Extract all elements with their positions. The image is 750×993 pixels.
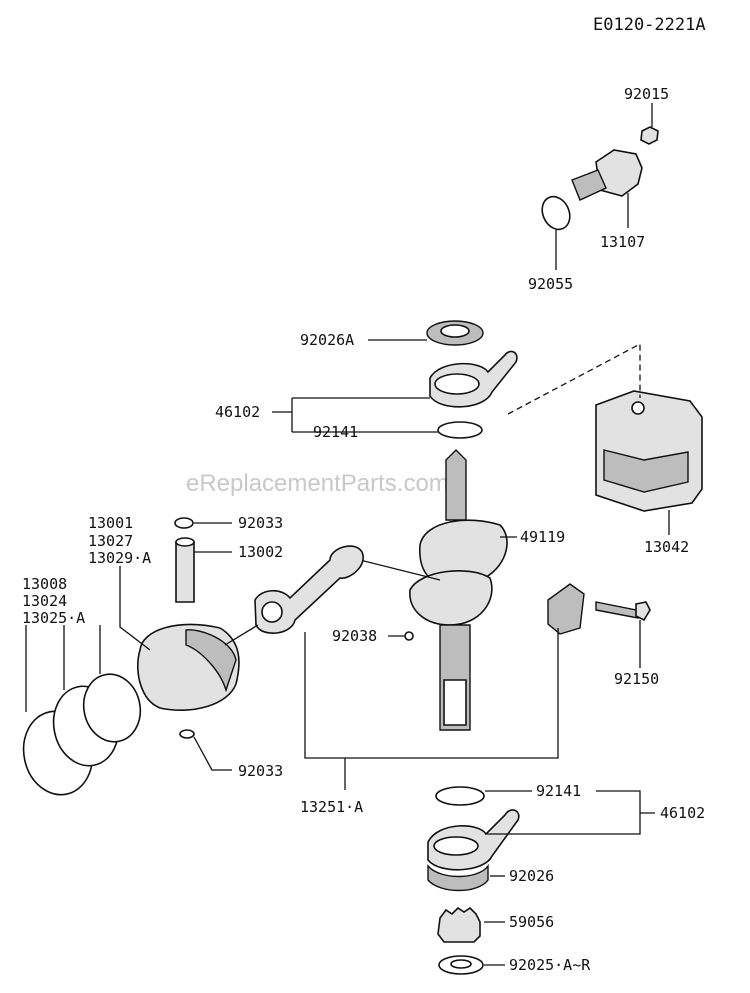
dashed-link-13042 <box>507 342 641 415</box>
watermark: eReplacementParts.com <box>186 470 449 497</box>
part-92038-key[interactable] <box>404 631 414 641</box>
piston-assembly[interactable] <box>137 517 240 739</box>
piston-rings[interactable] <box>16 669 146 801</box>
leader-46102-92141-top <box>272 397 438 433</box>
label-46102-top: 46102 <box>215 403 260 421</box>
label-92055: 92055 <box>528 275 573 293</box>
label-13027: 13027 <box>88 532 133 550</box>
part-92055-oring[interactable] <box>537 192 575 234</box>
label-13251A: 13251·A <box>300 798 363 816</box>
label-92141-top: 92141 <box>313 423 358 441</box>
part-conrod-cap[interactable] <box>547 583 585 635</box>
part-92141-bearing-lower[interactable] <box>435 786 485 806</box>
part-13042-crankcase-block[interactable] <box>595 390 703 512</box>
label-49119: 49119 <box>520 528 565 546</box>
label-92150: 92150 <box>614 670 659 688</box>
label-92026A: 92026A <box>300 331 354 349</box>
label-13001: 13001 <box>88 514 133 532</box>
part-13025A-oil-ring[interactable] <box>78 669 147 747</box>
part-13107-housing[interactable] <box>595 149 643 197</box>
diagram-id: E0120-2221A <box>593 15 706 35</box>
label-13107: 13107 <box>600 233 645 251</box>
leader-crankpin <box>351 557 441 581</box>
leader-rings <box>25 625 101 712</box>
part-13107-shaft[interactable] <box>571 169 607 201</box>
label-92025AR: 92025·A~R <box>509 956 591 974</box>
part-13251A-connecting-rod[interactable] <box>254 545 651 635</box>
part-92015-nut[interactable] <box>640 126 659 145</box>
part-92026-gear-hub[interactable] <box>427 863 489 892</box>
label-59056: 59056 <box>509 913 554 931</box>
label-13008: 13008 <box>22 575 67 593</box>
label-13042: 13042 <box>644 538 689 556</box>
part-92150-bolt[interactable] <box>595 601 639 619</box>
label-13024: 13024 <box>22 592 67 610</box>
label-13002: 13002 <box>238 543 283 561</box>
leader-13251A <box>304 628 559 790</box>
part-59056-gear[interactable] <box>437 906 481 943</box>
label-46102-bottom: 46102 <box>660 804 705 822</box>
leader-46102-92141-bottom <box>485 790 655 835</box>
lower-balancer-assembly[interactable] <box>427 786 520 975</box>
leader-92033-bottom <box>193 736 232 771</box>
label-13029A: 13029·A <box>88 549 151 567</box>
label-92141-bottom: 92141 <box>536 782 581 800</box>
governor-shaft-assembly[interactable] <box>537 126 659 234</box>
leader-piston-conrod <box>224 624 259 646</box>
upper-balancer-assembly[interactable] <box>426 320 518 439</box>
label-92015: 92015 <box>624 85 669 103</box>
part-49119-crankshaft[interactable] <box>409 449 508 731</box>
label-92026: 92026 <box>509 867 554 885</box>
label-92038: 92038 <box>332 627 377 645</box>
leader-13001 <box>119 566 151 651</box>
part-92033-clip-top[interactable] <box>174 517 194 529</box>
label-13025A: 13025·A <box>22 609 85 627</box>
label-92033-bottom: 92033 <box>238 762 283 780</box>
part-92141-bearing-upper[interactable] <box>437 421 483 439</box>
label-92033-top: 92033 <box>238 514 283 532</box>
part-92033-clip-bottom[interactable] <box>179 729 195 739</box>
part-13002-piston-pin[interactable] <box>175 541 195 603</box>
